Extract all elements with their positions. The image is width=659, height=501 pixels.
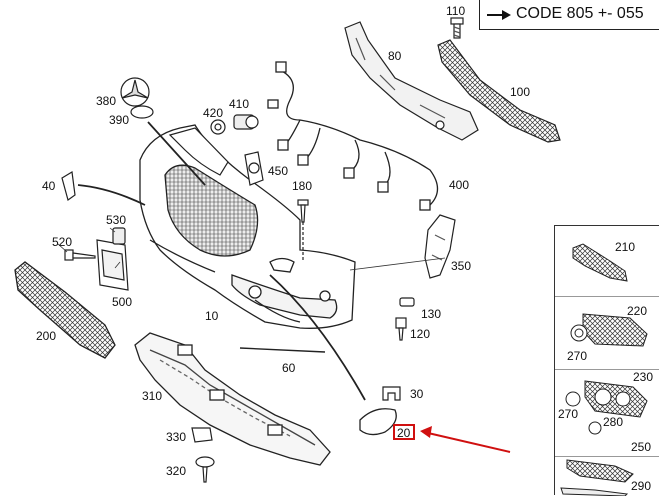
part-label-290: 290 [631, 479, 652, 493]
variant-row-210: 210 [555, 226, 659, 297]
trim-line-part-60 [239, 347, 326, 353]
part-label-380: 380 [96, 94, 116, 108]
part-label-200: 200 [36, 329, 56, 343]
license-plate-bracket-part-500 [96, 239, 129, 291]
part-label-270-b: 270 [558, 407, 579, 421]
part-label-230: 230 [633, 370, 654, 384]
part-label-180: 180 [292, 179, 312, 193]
part-label-110: 110 [446, 4, 465, 18]
underbody-panel-part-310 [134, 332, 331, 466]
part-label-520: 520 [52, 235, 72, 249]
screw-part-120 [395, 317, 407, 341]
part-label-280: 280 [603, 415, 624, 429]
variant-row-230: 230 270 280 [555, 369, 659, 457]
code-header: CODE 805 +- 055 [479, 0, 659, 30]
lower-grille-part-200 [14, 261, 116, 359]
right-arrow-icon [487, 10, 511, 20]
part-label-60: 60 [282, 361, 296, 375]
screw-part-320 [195, 456, 215, 483]
tow-hook-cover-part-20 [269, 274, 397, 436]
grille-insert-210-icon [572, 243, 628, 282]
highlight-arrow-icon [420, 426, 511, 453]
grille-insert-230-icon [565, 380, 648, 435]
part-label-330: 330 [166, 430, 186, 444]
part-label-130: 130 [421, 307, 441, 321]
part-label-30: 30 [410, 387, 424, 401]
part-label-100: 100 [510, 85, 530, 99]
emblem-mount-part-390 [130, 105, 206, 186]
part-label-400: 400 [449, 178, 469, 192]
bumper-cover-part [139, 124, 356, 329]
part-label-410: 410 [229, 97, 249, 111]
clip-part-40 [61, 171, 146, 206]
part-label-210: 210 [615, 240, 636, 254]
clip-part-330 [191, 427, 213, 443]
part-label-220: 220 [627, 304, 648, 318]
code-label: CODE 805 +- 055 [516, 5, 644, 22]
part-label-450: 450 [268, 164, 288, 178]
grille-insert-250-icon [560, 459, 634, 497]
clip-part-130 [399, 297, 415, 307]
part-label-350: 350 [451, 259, 471, 273]
sensor-ring-part-420 [210, 119, 226, 135]
grille-insert-220-icon [570, 313, 648, 347]
variant-row-220: 220 270 [555, 296, 659, 370]
bolt-part-110 [450, 17, 464, 39]
part-label-310: 310 [142, 389, 162, 403]
screw-part-180 [297, 199, 309, 262]
part-label-500: 500 [112, 295, 132, 309]
sensor-bracket-part-450 [244, 151, 264, 186]
part-label-250: 250 [631, 440, 652, 454]
part-label-420: 420 [203, 106, 223, 120]
part-label-20: 20 [397, 426, 411, 440]
star-emblem-part-380 [120, 77, 150, 107]
variant-panel: 210 220 270 230 270 280 250 290 [554, 225, 659, 497]
part-label-270-a: 270 [567, 349, 588, 363]
part-label-530: 530 [106, 213, 126, 227]
part-label-120: 120 [410, 327, 430, 341]
trim-strip-part-100 [437, 39, 561, 143]
variant-row-250: 250 290 [555, 440, 659, 497]
leader-lines [57, 227, 446, 271]
sensor-part-410 [233, 114, 259, 130]
part-label-80: 80 [388, 49, 402, 63]
grille-frame-part [168, 127, 229, 176]
side-bracket-part-350 [424, 214, 456, 279]
part-label-10: 10 [205, 309, 219, 323]
wiring-harness-part-400 [267, 61, 439, 211]
upper-bracket-part-80 [344, 21, 479, 141]
part-label-390: 390 [109, 113, 129, 127]
part-label-40: 40 [42, 179, 56, 193]
clip-part-530 [112, 227, 126, 245]
part-label-320: 320 [166, 464, 186, 478]
selected-part-highlight [393, 424, 415, 440]
clip-part-30 [382, 386, 401, 401]
screw-part-520 [64, 249, 96, 261]
